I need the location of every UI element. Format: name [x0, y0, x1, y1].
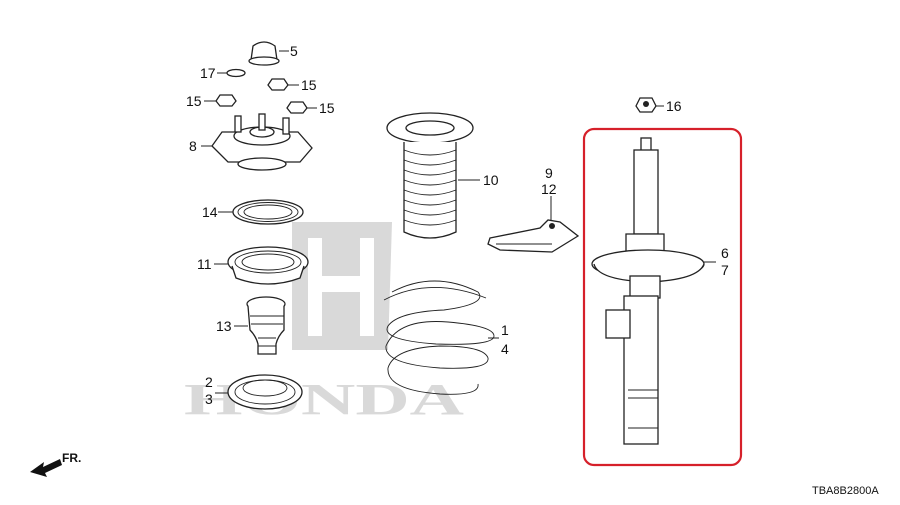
callout-17: 17	[200, 65, 216, 81]
callout-1: 1	[501, 322, 509, 338]
part-9-12-bracket	[487, 196, 580, 253]
part-10-dust-boot	[386, 112, 480, 239]
callout-8: 8	[189, 138, 197, 154]
honda-watermark: HONDA	[184, 222, 464, 424]
direction-arrow-icon	[30, 459, 62, 477]
callout-12: 12	[541, 181, 557, 197]
part-13-bump-stop	[234, 296, 286, 355]
callout-2: 2	[205, 374, 213, 390]
callout-7: 7	[721, 262, 729, 278]
callout-5: 5	[290, 43, 298, 59]
part-15-nut-b	[204, 94, 237, 107]
highlight-box	[582, 127, 743, 467]
callout-15-b: 15	[186, 93, 202, 109]
part-16-nut	[635, 97, 664, 113]
callout-13: 13	[216, 318, 232, 334]
callout-14: 14	[202, 204, 218, 220]
callout-15-c: 15	[319, 100, 335, 116]
callout-9: 9	[545, 165, 553, 181]
callout-4: 4	[501, 341, 509, 357]
part-14-bearing	[218, 199, 304, 225]
callout-3: 3	[205, 391, 213, 407]
part-5-cap	[248, 41, 289, 66]
callout-11: 11	[197, 256, 212, 272]
part-11-spring-seat	[214, 246, 309, 285]
callout-15-a: 15	[301, 77, 317, 93]
diagram-code: TBA8B2800A	[812, 485, 879, 497]
direction-label: FR.	[62, 451, 81, 465]
part-2-3-lower-seat	[215, 374, 303, 410]
part-15-nut-a	[267, 78, 299, 91]
part-15-nut-c	[286, 101, 317, 114]
part-1-4-coil-spring	[383, 280, 499, 395]
callout-10: 10	[483, 172, 499, 188]
callout-6: 6	[721, 245, 729, 261]
callout-16: 16	[666, 98, 682, 114]
part-17-ring	[217, 68, 246, 78]
watermark-text: HONDA	[184, 375, 464, 424]
part-8-strut-mount	[201, 113, 313, 171]
part-6-7-strut-assembly	[591, 137, 716, 445]
